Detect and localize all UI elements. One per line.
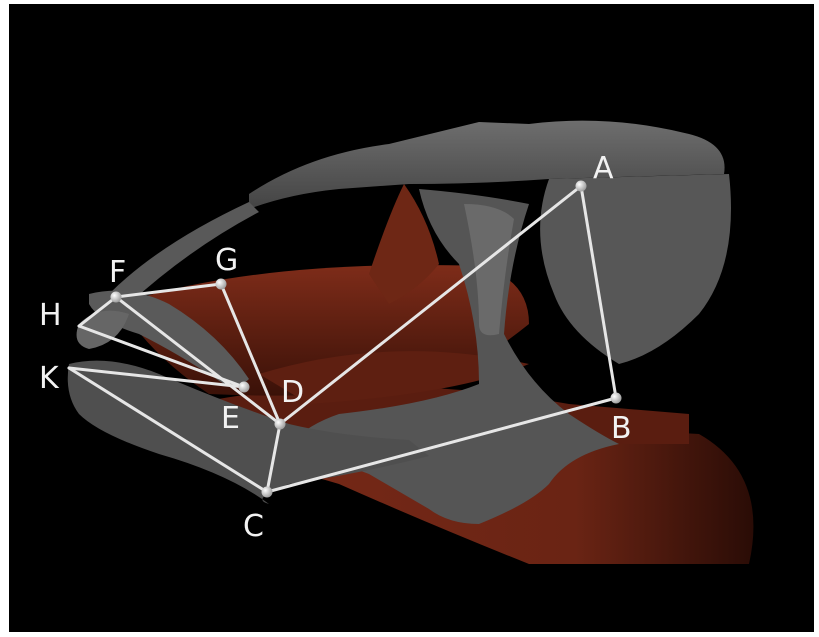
label-k: K	[39, 361, 60, 396]
joint-d	[275, 419, 286, 430]
skull-linkage-svg: A B C D E F G H K	[9, 4, 814, 632]
joint-f	[111, 292, 122, 303]
joint-g	[216, 279, 227, 290]
joint-a	[576, 181, 587, 192]
label-b: B	[611, 411, 632, 446]
label-a: A	[593, 151, 614, 186]
label-h: H	[39, 298, 62, 333]
diagram-canvas: A B C D E F G H K	[9, 4, 814, 632]
label-c: C	[243, 509, 264, 544]
label-g: G	[215, 243, 238, 278]
label-f: F	[109, 255, 126, 290]
joint-b	[611, 393, 622, 404]
joint-e	[239, 382, 250, 393]
label-d: D	[281, 375, 304, 410]
bone-snout-tip	[77, 311, 129, 349]
bone-operculum	[540, 174, 731, 364]
label-e: E	[221, 401, 240, 436]
joint-c	[262, 487, 273, 498]
